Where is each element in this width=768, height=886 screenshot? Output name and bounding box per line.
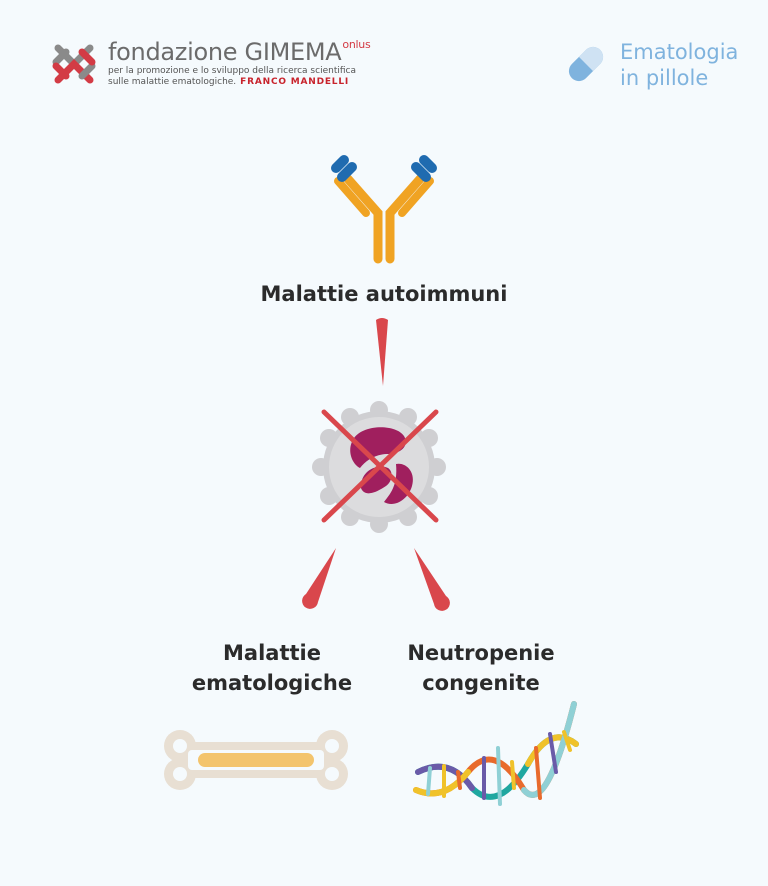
cross-line-2 — [321, 409, 439, 523]
arrow-right — [414, 548, 450, 611]
label-autoimmune-diseases: Malattie autoimmuni — [260, 282, 508, 306]
founder-name: FRANCO MANDELLI — [240, 77, 350, 87]
brand-title: Ematologia in pillole — [620, 40, 739, 90]
org-tagline: per la promozione e lo sviluppo della ri… — [108, 66, 356, 87]
arrow-top — [376, 318, 388, 386]
antibody-icon — [331, 155, 437, 264]
label-haematological-diseases: Malattie ematologiche — [191, 641, 353, 695]
bone-icon — [164, 730, 348, 790]
arrow-left — [302, 548, 336, 609]
label-congenital-neutropenias: Neutropenie congenite — [407, 641, 555, 695]
dna-icon — [413, 701, 579, 806]
neutrophil-cell-icon — [312, 401, 446, 533]
org-name: fondazione GIMEMAonlus — [108, 38, 371, 66]
pill-icon — [568, 46, 604, 82]
gimema-logo-icon — [52, 44, 96, 84]
